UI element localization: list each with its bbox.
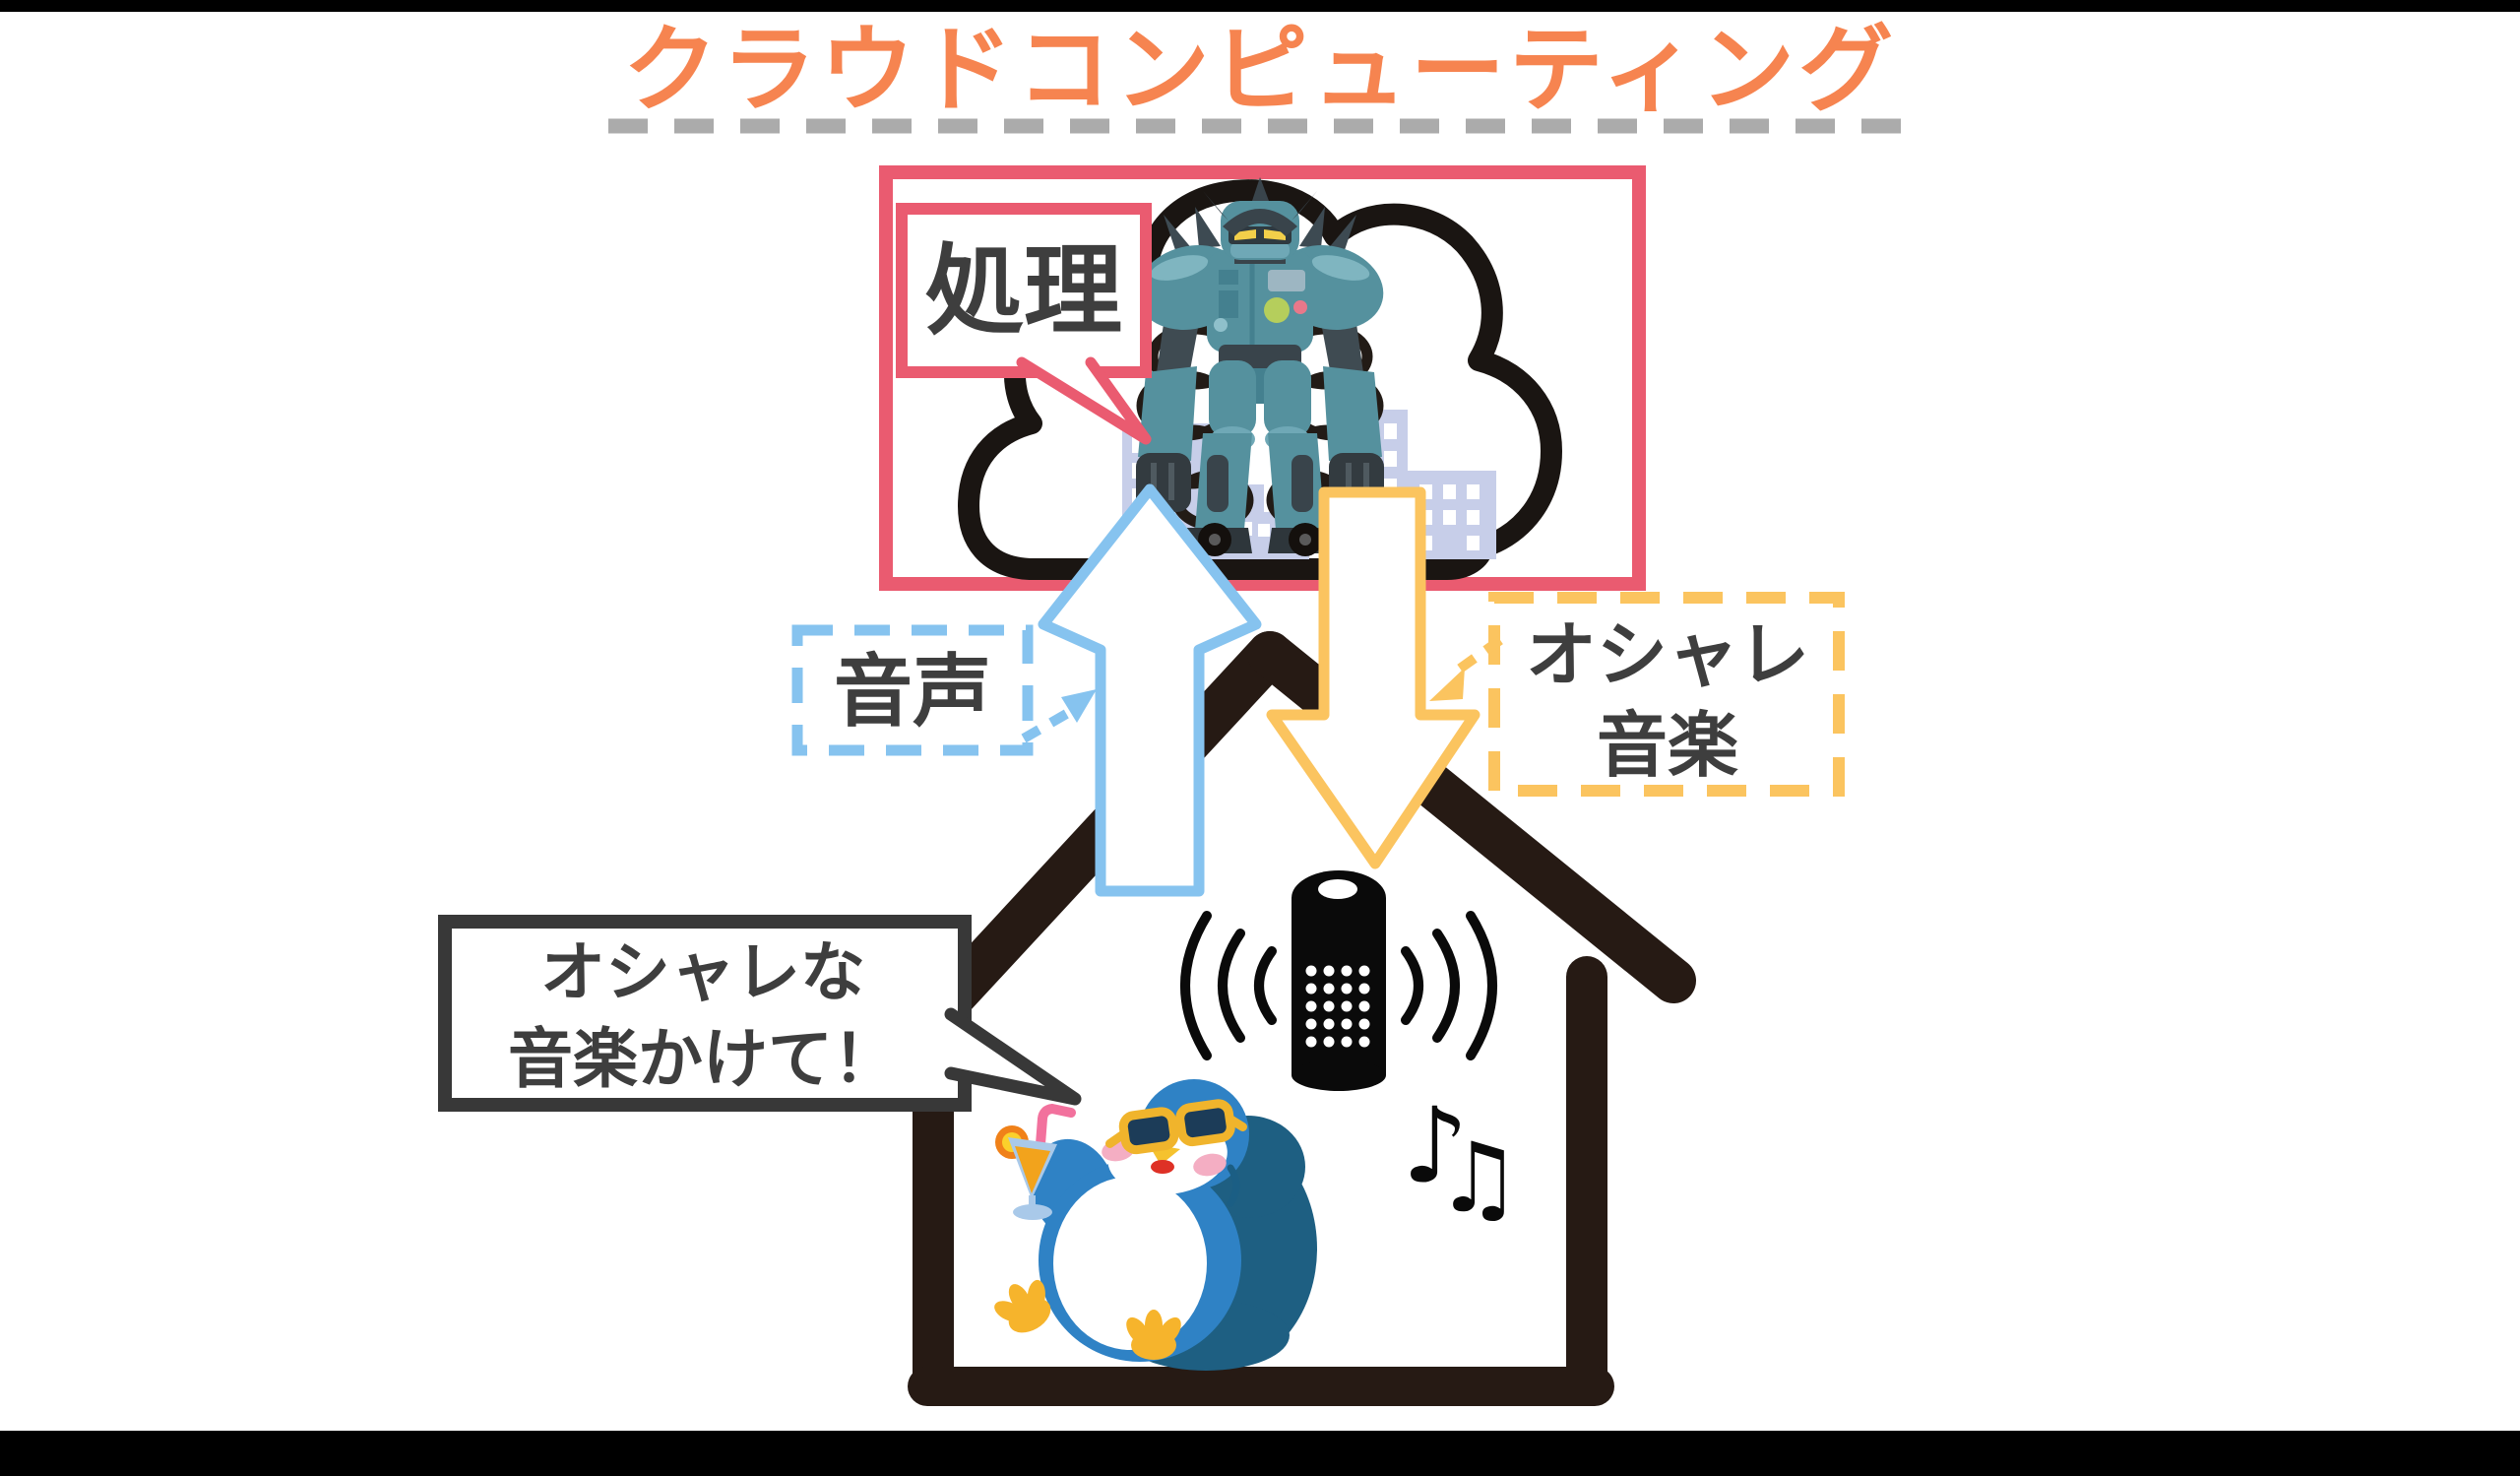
speech-bubble-box [438,915,972,1112]
processing-callout-tail [1016,356,1152,445]
music-label-box [1488,592,1845,797]
music-label-line2: 音楽 [1597,704,1738,787]
page-title: クラウドコンピューティング [623,15,1897,125]
penguin-flipper-line [1227,1164,1240,1207]
tropical-cocktail-icon [995,1103,1076,1220]
penguin-tongue [1151,1160,1174,1174]
speaker-grille-dots [1305,965,1370,1048]
voice-label-tail-arrowhead [1061,689,1097,723]
penguin-cheek-right [1193,1153,1227,1177]
music-note-double-icon: ♫ [1435,1123,1522,1235]
voice-label: 音声 [834,646,991,738]
cocktail-juice [1015,1146,1050,1193]
cocktail-straw [1036,1103,1076,1149]
music-note-single-icon: ♪ [1402,1085,1469,1206]
voice-label-callout: 音声 [791,624,1097,756]
music-label-callout: オシャレ 音楽 [1429,592,1845,797]
smart-speaker-icon [1180,870,1497,1091]
processing-callout-box [896,203,1152,378]
speech-bubble-line1: オシャレな [540,934,865,1010]
robot-eye-right [1264,229,1286,240]
upload-arrow-icon [1038,483,1262,897]
voice-label-tail [1021,704,1078,743]
speech-bubble-line2: 音楽かけて！ [508,1021,898,1097]
sunglasses-icon [1104,1099,1247,1155]
music-label-tail-arrowhead [1429,668,1465,701]
letterbox-top [0,0,2520,12]
penguin-foot-left [994,1279,1051,1333]
penguin-belly [1053,1177,1207,1350]
download-arrow-icon [1266,486,1480,869]
music-label-line1: オシャレ [1526,613,1809,696]
processing-callout: 処理 [896,203,1152,445]
robot-eye-left [1234,229,1256,240]
speaker-top-hole [1318,879,1357,899]
letterbox-bottom [0,1431,2520,1476]
giant-robot-icon [1136,177,1384,556]
processing-label: 処理 [925,233,1122,349]
penguin-with-sunglasses-icon [994,1079,1317,1371]
voice-label-box [791,624,1034,756]
penguin-foot-right [1126,1310,1181,1360]
speech-bubble-tail [944,1007,1082,1106]
penguin-speech-bubble: オシャレな 音楽かけて！ [438,915,1082,1112]
music-label-tail [1450,635,1503,678]
sound-waves-icon [1180,911,1497,1060]
